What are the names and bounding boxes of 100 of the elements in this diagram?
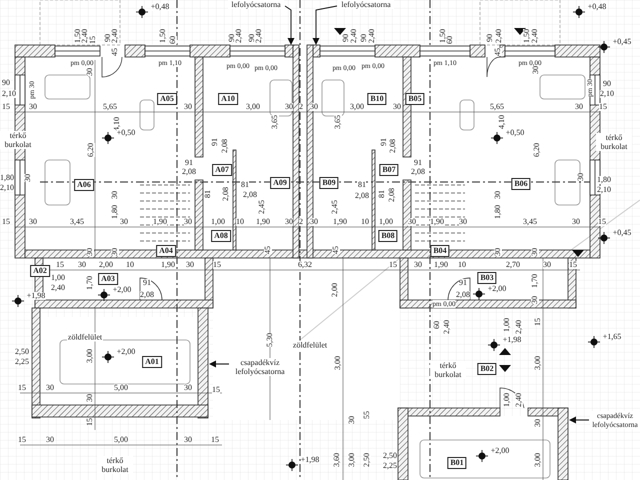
dimension-text: 45 — [494, 48, 502, 56]
dimension-text: 15 — [86, 418, 94, 426]
room-tag: B10 — [367, 93, 387, 105]
dimension-text: 3,00 — [534, 356, 542, 370]
level-text: +2,00 — [116, 348, 136, 356]
dimension-text: 2,45 — [258, 200, 266, 214]
dimension-text: 30 — [86, 68, 94, 76]
dimension-text: 81 — [378, 190, 386, 198]
dimension-text: 2,40 — [81, 29, 89, 43]
dimension-text: 30 — [572, 218, 580, 226]
dimension-text: 30 — [29, 103, 37, 111]
dimension-text: 90 — [342, 34, 350, 42]
dimension-text: 2,08 — [222, 187, 230, 201]
dimension-text: 2,08 — [411, 168, 425, 176]
dimension-text: 2,40 — [531, 29, 539, 43]
dimension-text: 2,08 — [140, 291, 154, 299]
dimension-text: 1,90 — [333, 218, 347, 226]
dimension-text: 3,00 — [334, 356, 342, 370]
level-text: +0,45 — [612, 38, 632, 46]
dimension-text: 1,70 — [531, 274, 539, 288]
drain-note: lefolyócsatorna — [228, 0, 284, 9]
dimension-text: 2,08 — [243, 191, 257, 199]
dimension-text: 2,25 — [15, 358, 29, 366]
dimension-text: 15 — [389, 261, 397, 269]
dimension-text: 30 — [184, 103, 192, 111]
dimension-text: 1,90 — [256, 218, 270, 226]
dimension-text: 15 — [2, 218, 10, 226]
dimension-text: 2,00 — [331, 283, 339, 297]
level-text: +2,00 — [112, 286, 132, 294]
dimension-text: 15 — [598, 218, 606, 226]
dimension-text: 30 — [46, 384, 54, 392]
dimension-text: 2,40 — [495, 29, 503, 43]
dimension-text: 30 — [285, 103, 293, 111]
dimension-text: 15 — [569, 261, 577, 269]
dimension-text: 60 — [433, 321, 441, 329]
dimension-text: 2,08 — [221, 139, 229, 153]
dimension-text: 30 — [534, 419, 542, 427]
level-text: +1,98 — [26, 292, 46, 300]
dimension-text: 5,00 — [114, 384, 128, 392]
dimension-text: 2,40 — [255, 29, 263, 43]
dimension-text: 5,65 — [103, 103, 117, 111]
dimension-text: 81 — [358, 181, 366, 189]
dimension-text: 10 — [236, 218, 244, 226]
dimension-text: 3,65 — [334, 115, 342, 129]
dimension-text: 1,90 — [161, 261, 175, 269]
dimension-text: 2,00 — [99, 261, 113, 269]
dimension-text: 30 — [494, 248, 502, 256]
room-tag: A03 — [98, 273, 118, 285]
dimension-text: 30 — [78, 261, 86, 269]
room-tag: A02 — [30, 265, 50, 277]
dimension-text: 30 — [531, 248, 539, 256]
room-tag: A01 — [142, 356, 162, 368]
leader-line — [312, 6, 338, 45]
room-tag: B02 — [477, 363, 497, 375]
surface-note: térkő burkolat — [596, 133, 632, 151]
dimension-text: 3,00 — [534, 453, 542, 467]
room-tag: A10 — [218, 93, 238, 105]
room-tag: B03 — [477, 272, 497, 284]
dimension-text: 2,08 — [456, 291, 470, 299]
dimension-text: 30 — [577, 173, 585, 181]
dimension-text: 30 — [184, 436, 192, 444]
dimension-text: 30 — [86, 394, 94, 402]
dimension-text: 81 — [241, 181, 249, 189]
surface-note: zöldfelület — [292, 340, 328, 350]
dimension-text: 91 — [414, 159, 422, 167]
dimension-text: 30 — [24, 174, 32, 182]
dimension-text: 3,00 — [246, 103, 260, 111]
dimension-text: 15 — [212, 386, 220, 394]
dimension-text: 2,40 — [443, 320, 451, 334]
dimension-text: 4,10 — [498, 115, 506, 129]
dimension-text: 30 — [532, 66, 540, 74]
dimension-text: 2,50 — [15, 348, 29, 356]
dimension-text: 15 — [18, 384, 26, 392]
dimension-text: 1,00 — [379, 218, 393, 226]
dimension-text: 1,00 — [211, 218, 225, 226]
surface-note: térkő burkolat — [97, 456, 133, 474]
dimension-text: 30 — [111, 248, 119, 256]
dimension-text: 2,10 — [0, 184, 14, 192]
level-text: +1,65 — [602, 333, 622, 341]
dimension-text: 15 — [2, 103, 10, 111]
dimension-text: 45 — [264, 246, 272, 254]
dimension-text: 90 — [486, 34, 494, 42]
dimension-text: 1,90 — [153, 218, 167, 226]
dimension-text: 15 — [89, 36, 97, 44]
level-text: +0,50 — [116, 129, 136, 137]
dimension-text: 2,10 — [597, 186, 611, 194]
dimension-text: 30 — [186, 261, 194, 269]
dimension-text: 1,50 — [159, 29, 167, 43]
dimension-text: 2 — [299, 103, 303, 111]
dimension-text: 1,00 — [503, 393, 511, 407]
dimension-text: 2,08 — [389, 139, 397, 153]
level-text: +0,48 — [588, 3, 606, 11]
room-tag: A07 — [212, 164, 232, 176]
dimension-text: 30 — [494, 191, 502, 199]
dimension-text: 3,00 — [350, 103, 364, 111]
level-text: +1,98 — [502, 336, 522, 344]
dimension-text: 1,00 — [503, 318, 511, 332]
dimension-text: 6,20 — [87, 143, 95, 157]
dimension-text: 2,25 — [383, 462, 397, 470]
dimension-text: 90 — [2, 79, 10, 87]
